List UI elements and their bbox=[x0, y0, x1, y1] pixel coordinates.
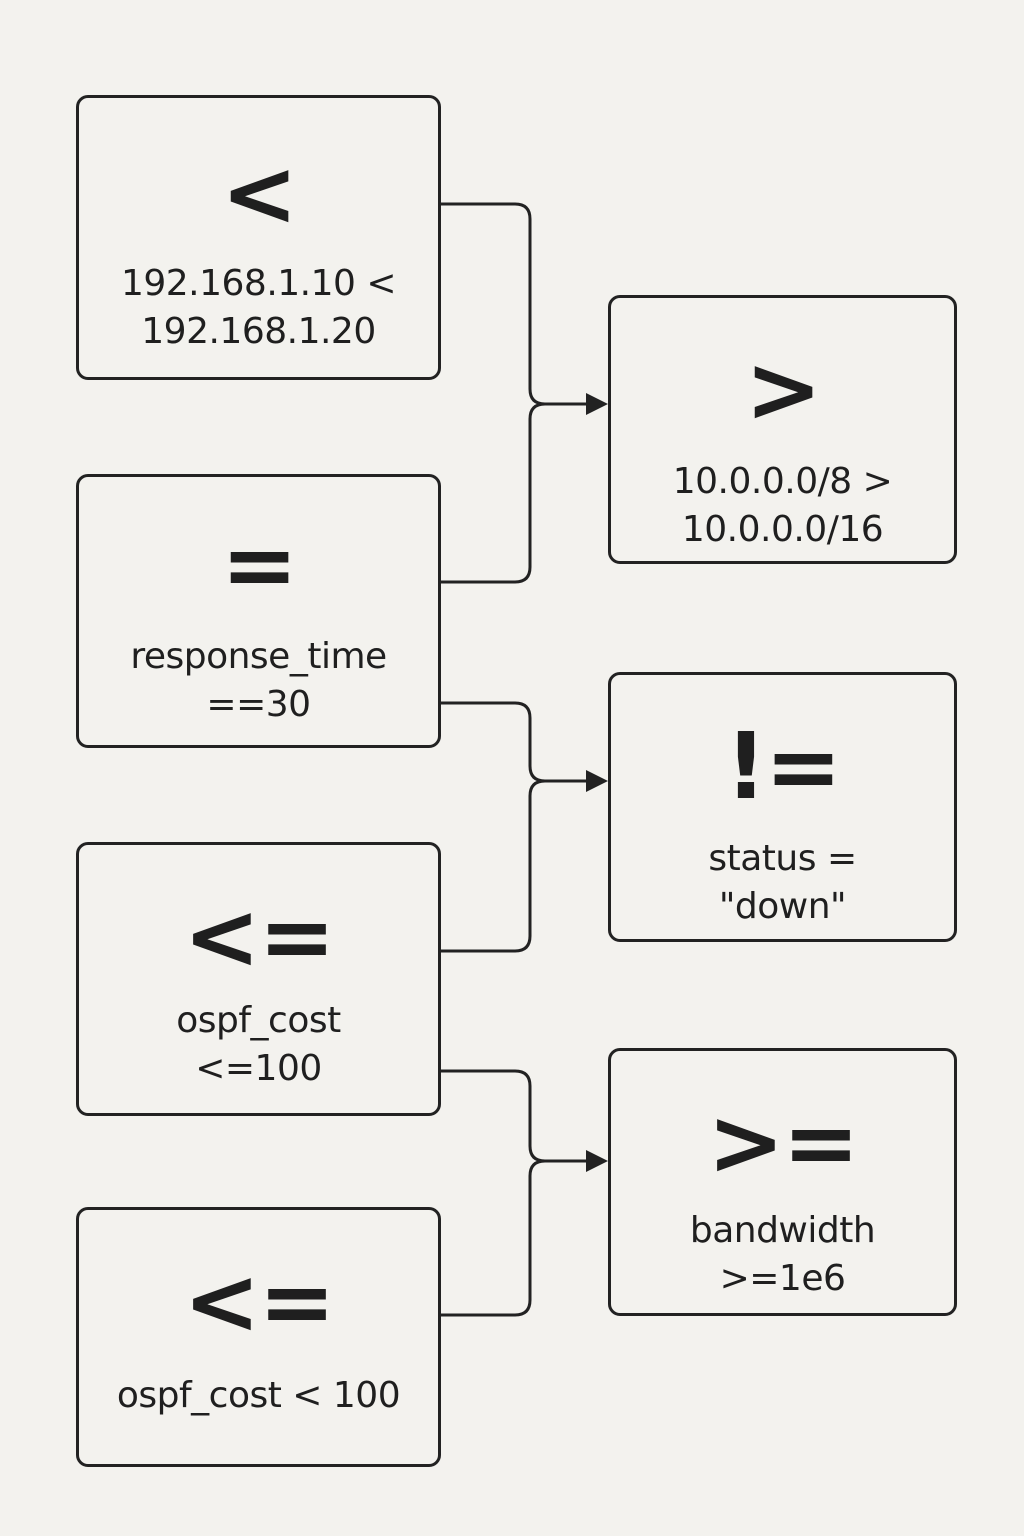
node-expression-line1: response_time bbox=[130, 636, 387, 677]
connector-eq-to-ne bbox=[441, 701, 592, 783]
node-less-equal-2: <= ospf_cost < 100 bbox=[76, 1207, 441, 1467]
node-less-equal: <= ospf_cost <=100 bbox=[76, 842, 441, 1116]
node-symbol: != bbox=[724, 713, 842, 820]
node-expression-line1: 192.168.1.10 < bbox=[120, 263, 397, 304]
node-greater-than: > 10.0.0.0/8 > 10.0.0.0/16 bbox=[608, 295, 957, 564]
node-expression-line2: >=1e6 bbox=[719, 1258, 846, 1299]
connector-le-to-ge bbox=[441, 1069, 592, 1163]
node-expression-line1: status = bbox=[708, 838, 857, 879]
connector-eq-to-gt bbox=[441, 402, 592, 584]
node-symbol: >= bbox=[707, 1089, 859, 1196]
connector-lt-to-gt bbox=[441, 202, 592, 406]
node-symbol: = bbox=[220, 511, 298, 618]
node-expression-line1: 10.0.0.0/8 > bbox=[672, 461, 893, 502]
arrowhead-ge bbox=[586, 1150, 608, 1172]
node-symbol: <= bbox=[183, 1248, 335, 1355]
node-equals: = response_time ==30 bbox=[76, 474, 441, 748]
node-expression-line2: 10.0.0.0/16 bbox=[681, 509, 884, 550]
node-symbol: <= bbox=[183, 883, 335, 990]
node-expression-line2: "down" bbox=[718, 886, 847, 927]
node-less-than: < 192.168.1.10 < 192.168.1.20 bbox=[76, 95, 441, 380]
arrowhead-ne bbox=[586, 770, 608, 792]
node-expression-line2: <=100 bbox=[195, 1048, 322, 1089]
node-symbol: < bbox=[220, 140, 298, 247]
node-expression-line2: 192.168.1.20 bbox=[141, 311, 376, 352]
node-expression-line1: ospf_cost bbox=[176, 1000, 341, 1041]
connector-le2-to-ge bbox=[441, 1159, 592, 1317]
node-expression-line1: ospf_cost < 100 bbox=[116, 1375, 401, 1416]
node-not-equal: != status = "down" bbox=[608, 672, 957, 942]
arrowhead-gt bbox=[586, 393, 608, 415]
connector-le-to-ne bbox=[441, 779, 592, 953]
node-expression-line1: bandwidth bbox=[689, 1210, 876, 1251]
node-greater-equal: >= bandwidth >=1e6 bbox=[608, 1048, 957, 1316]
node-expression-line2: ==30 bbox=[206, 684, 311, 725]
node-symbol: > bbox=[744, 336, 822, 443]
